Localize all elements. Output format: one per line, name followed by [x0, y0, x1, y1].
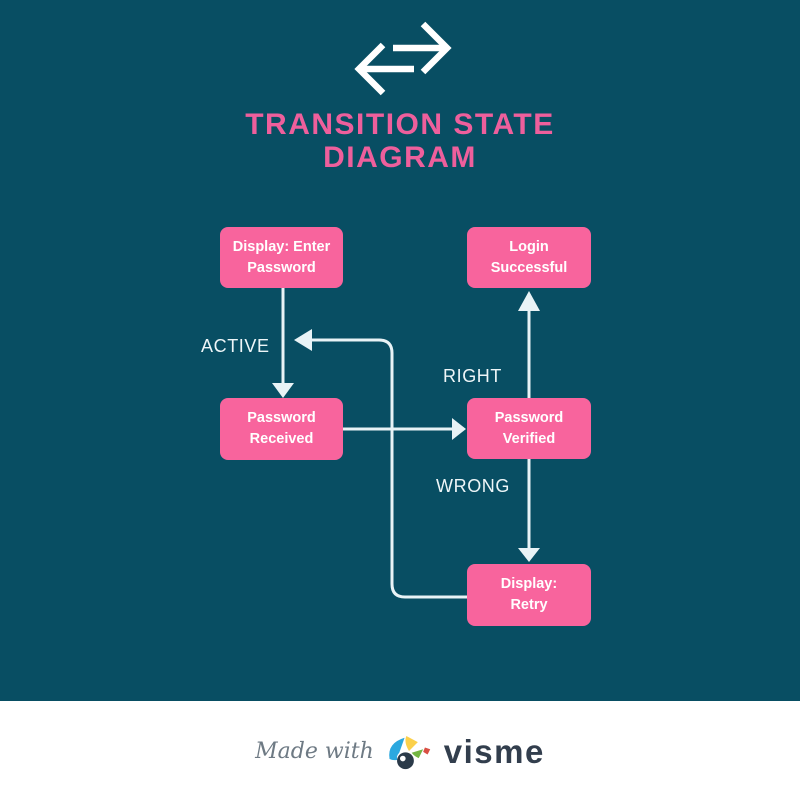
page-title: TRANSITION STATE DIAGRAM [0, 108, 800, 174]
visme-logo-yellow-petal [405, 735, 418, 751]
node-label-line: Display: Enter [232, 238, 331, 255]
node-label-line: Retry [510, 597, 548, 613]
state-node-display-retry: Display: Retry [467, 564, 591, 626]
node-label-line: Verified [502, 430, 556, 447]
node-label-line: Login [509, 238, 549, 255]
state-node-password-received: Password Received [220, 398, 343, 460]
arrowhead-down-into-display-retry [518, 548, 540, 562]
node-label-line: Received [249, 431, 314, 447]
arrowhead-down-into-password-received [272, 383, 294, 398]
brand-wordmark: visme [443, 732, 545, 770]
state-node-password-verified: Password Verified [467, 398, 591, 459]
footer-bar: Made with visme [0, 701, 800, 801]
state-node-login-successful: Login Successful [467, 227, 591, 288]
visme-logo-green-petal [411, 749, 423, 759]
visme-logo-icon [388, 735, 430, 770]
visme-logo-red-petal [422, 747, 430, 755]
node-label-line: Successful [490, 259, 568, 276]
arrowhead-right-into-password-verified [452, 418, 466, 440]
node-label-line: Password [247, 259, 316, 276]
left-arrow-head [354, 42, 386, 96]
transfer-arrows-icon [354, 21, 452, 96]
page-title-line1: TRANSITION STATE [245, 108, 555, 141]
state-node-display-enter-password: Display: Enter Password [220, 227, 343, 288]
made-with-text: Made with [255, 738, 374, 764]
visme-logo-eye-highlight [399, 755, 406, 762]
edge-label-right: RIGHT [443, 366, 502, 386]
page-title-line2: DIAGRAM [323, 141, 477, 174]
visme-logo-blue-petal [388, 737, 405, 761]
right-arrow-head [420, 21, 452, 75]
edge-label-wrong: WRONG [436, 476, 510, 496]
edge-label-active: ACTIVE [201, 336, 270, 356]
arrowhead-left-feedback [294, 329, 312, 351]
visme-logo-eye [396, 752, 414, 770]
node-label-line: Password [494, 409, 564, 426]
node-label-line: Password [247, 410, 316, 426]
arrowhead-up-into-login-successful [518, 291, 540, 311]
node-label-line: Display: [500, 576, 558, 592]
